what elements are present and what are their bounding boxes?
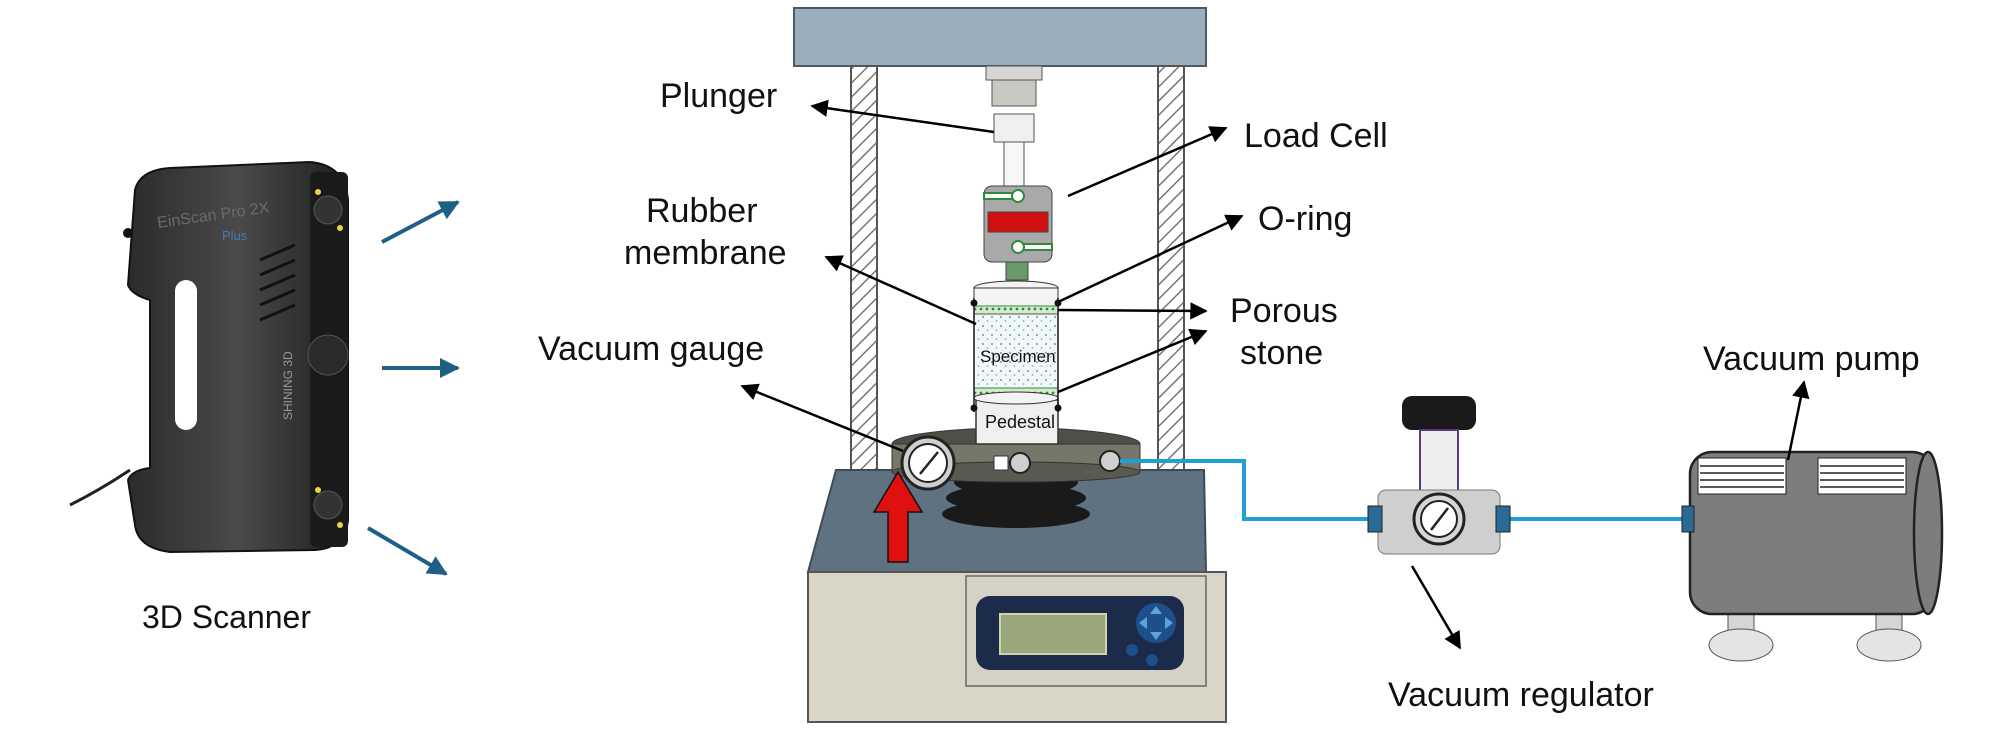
load-cell-clip-top-pin [1011, 189, 1025, 203]
lcd-screen [999, 613, 1107, 655]
o-ring-leader [1057, 214, 1244, 304]
pump-vent-lines [1700, 465, 1904, 488]
o-ring-bottom-right [1054, 404, 1062, 412]
plunger-mount-nut [991, 79, 1037, 107]
o-ring-top-left [970, 299, 978, 307]
porous-stone-top [973, 305, 1059, 315]
vacuum-gauge-label: Vacuum gauge [538, 330, 764, 368]
scanner-cable [69, 468, 131, 507]
specimen-body [973, 313, 1059, 389]
regulator-gauge-icon [1412, 492, 1466, 546]
vacuum-regulator [1367, 396, 1511, 555]
plate-port-1 [1009, 452, 1031, 474]
pressure-gauge-icon [900, 435, 956, 491]
pump-inlet [1681, 505, 1695, 533]
scanner-lens-top [313, 195, 343, 225]
specimen-label: Specimen [980, 347, 1056, 366]
rubber-membrane-label-2: membrane [624, 234, 787, 272]
plunger-cap [993, 113, 1035, 143]
plunger-rod [1003, 141, 1025, 187]
o-ring-bottom-left [970, 404, 978, 412]
scanner-group: EinScan Pro 2X Plus SHINING 3D 3D Scanne… [69, 160, 349, 635]
load-cell-clip-bottom-pin [1011, 240, 1025, 254]
vacuum-pump [1681, 450, 1944, 662]
o-ring-label: O-ring [1258, 200, 1352, 238]
pump-end [1912, 450, 1944, 616]
vacuum-regulator-leader [1410, 565, 1462, 650]
scanner-handle-opening [175, 280, 197, 430]
plunger-leader [810, 99, 995, 134]
scanner-side-text: SHINING 3D [281, 351, 295, 420]
frame-crosshead [793, 7, 1207, 67]
load-cell-display [987, 211, 1049, 233]
rubber-membrane-leader [824, 255, 977, 326]
pedestal-label: Pedestal [985, 412, 1055, 432]
pump-vent-left [1697, 457, 1787, 495]
direction-pad-icon [1126, 603, 1176, 666]
pump-vent-right [1817, 457, 1907, 495]
vacuum-pump-leader [1786, 380, 1810, 461]
bottom-ring [973, 391, 1059, 405]
scanner-lens-mid [307, 334, 349, 376]
plate-valve [993, 455, 1009, 471]
rubber-membrane-label-1: Rubber [646, 192, 758, 230]
red-arrow [872, 470, 924, 563]
scanner-lens-bottom [313, 490, 343, 520]
scanner-button [123, 228, 133, 238]
pump-foot-right [1856, 628, 1922, 662]
vacuum-hose [1120, 459, 1382, 521]
vacuum-regulator-label: Vacuum regulator [1388, 676, 1654, 714]
scanner-led-1 [315, 189, 321, 195]
scanner-led-4 [337, 522, 343, 528]
scanner-label: 3D Scanner [142, 599, 311, 635]
bellows [942, 468, 1090, 528]
porous-stone-label-1: Porous [1230, 292, 1338, 330]
load-cell-leader [1067, 126, 1228, 198]
pump-foot-left [1708, 628, 1774, 662]
pedestal [975, 399, 1059, 445]
scanner-arrow-down [366, 526, 448, 576]
plunger-mount-top [985, 65, 1043, 81]
vacuum-gauge-leader [740, 383, 904, 453]
porous-stone-label-2: stone [1240, 334, 1323, 372]
frame-column-right [1157, 65, 1185, 529]
load-cell-label: Load Cell [1244, 117, 1388, 155]
scanner-brand-sub-text: Plus [222, 228, 248, 243]
scanner-vent [259, 243, 296, 322]
load-cell-connector [1005, 261, 1029, 281]
plate-port-2 [1099, 450, 1121, 472]
porous-stone-leader-2 [1057, 328, 1208, 394]
porous-stone-leader-1 [1057, 302, 1208, 320]
vacuum-pump-label: Vacuum pump [1703, 340, 1920, 378]
frame-column-left [850, 65, 878, 529]
scanner-arrow-up [381, 200, 460, 244]
top-cap-body [973, 287, 1059, 307]
plunger-label: Plunger [660, 77, 777, 115]
scanner-led-3 [315, 487, 321, 493]
scanner-led-2 [337, 225, 343, 231]
